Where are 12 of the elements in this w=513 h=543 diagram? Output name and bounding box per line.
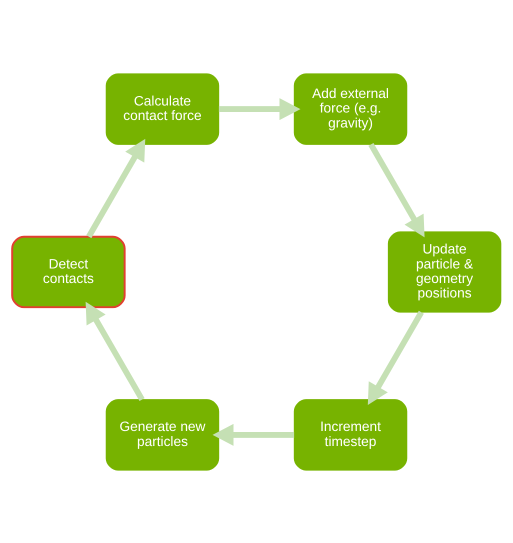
node-box: Update particle & geometry positions [388, 230, 502, 312]
arrow [212, 423, 294, 446]
arrow [86, 138, 146, 238]
arrow [368, 310, 424, 404]
node-box: Detect contacts [11, 235, 126, 308]
node-box: Add external force (e.g. gravity) [294, 72, 408, 144]
node-box: Calculate contact force [106, 72, 220, 144]
arrow [368, 142, 425, 237]
arrow [86, 301, 145, 400]
node-box: Increment timestep [294, 398, 408, 470]
arrow [218, 98, 300, 120]
node-box: Generate new particles [106, 398, 220, 470]
